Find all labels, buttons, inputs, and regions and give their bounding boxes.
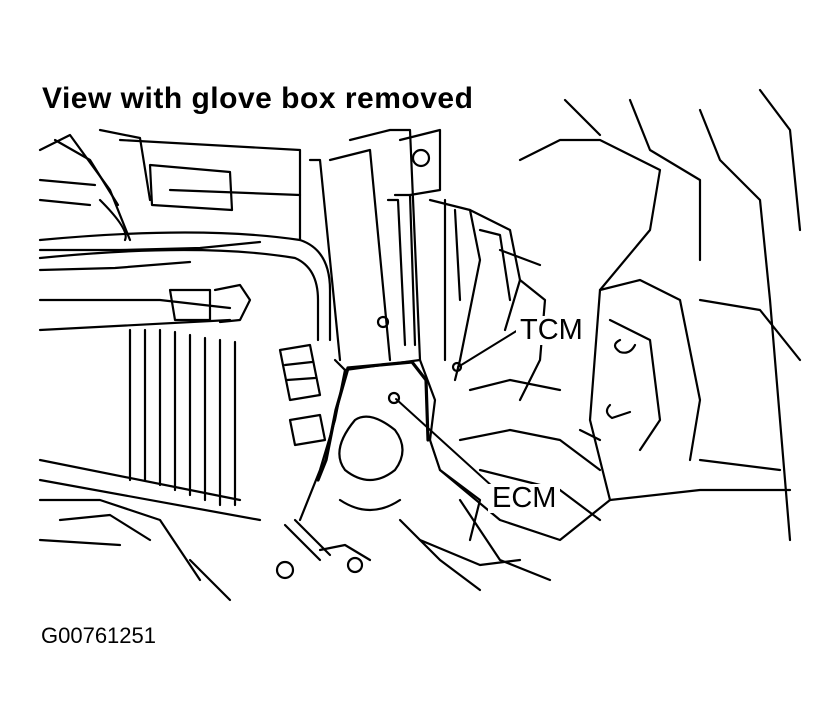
diagram-title: View with glove box removed: [42, 82, 474, 115]
tcm-module: [400, 200, 610, 590]
hvac-unit: [40, 130, 300, 600]
ecm-module: [277, 362, 428, 578]
ecm-callout: ECM: [488, 484, 561, 513]
figure-id: G00761251: [41, 623, 156, 648]
tcm-leader-line: [458, 330, 518, 367]
kick-panel: [520, 90, 800, 540]
center-bracket: [300, 130, 480, 540]
ecm-leader-line: [396, 399, 493, 487]
tcm-callout: TCM: [516, 316, 587, 345]
wiring-harness: [40, 233, 330, 446]
